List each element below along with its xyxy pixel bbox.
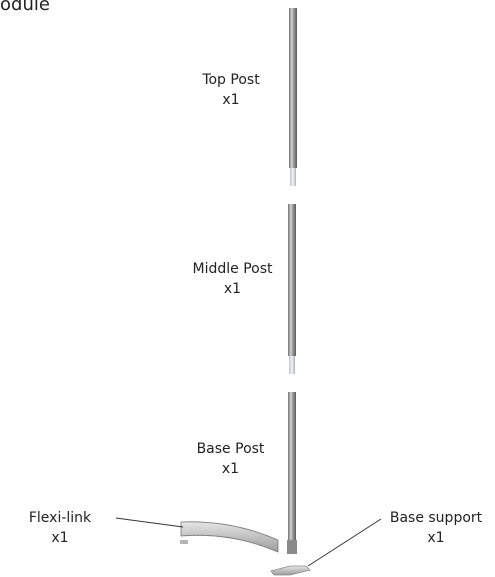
flexi-link-leader-line (115, 517, 184, 528)
flexi-link-illustration (180, 521, 279, 553)
flexi-link-label: Flexi-link x1 (10, 508, 110, 548)
top-post-label: Top Post x1 (186, 70, 276, 110)
base-support-qty: x1 (427, 530, 445, 546)
flexi-link-qty: x1 (51, 530, 69, 546)
top-post-illustration (289, 8, 297, 186)
base-support-name: Base support (389, 510, 483, 526)
page-heading: odule (0, 0, 50, 15)
base-support-illustration (270, 565, 311, 576)
base-post-label: Base Post x1 (183, 439, 278, 479)
top-post-qty: x1 (222, 92, 240, 108)
base-post-qty: x1 (221, 461, 240, 477)
flexi-link-name: Flexi-link (28, 510, 92, 526)
base-post-illustration (287, 392, 297, 554)
base-support-leader-line (307, 518, 382, 567)
middle-post-illustration (288, 204, 296, 374)
middle-post-name: Middle Post (192, 261, 273, 277)
middle-post-qty: x1 (223, 281, 242, 297)
base-support-label: Base support x1 (380, 508, 492, 548)
top-post-name: Top Post (202, 72, 260, 88)
base-post-name: Base Post (196, 441, 265, 457)
middle-post-label: Middle Post x1 (180, 259, 285, 299)
